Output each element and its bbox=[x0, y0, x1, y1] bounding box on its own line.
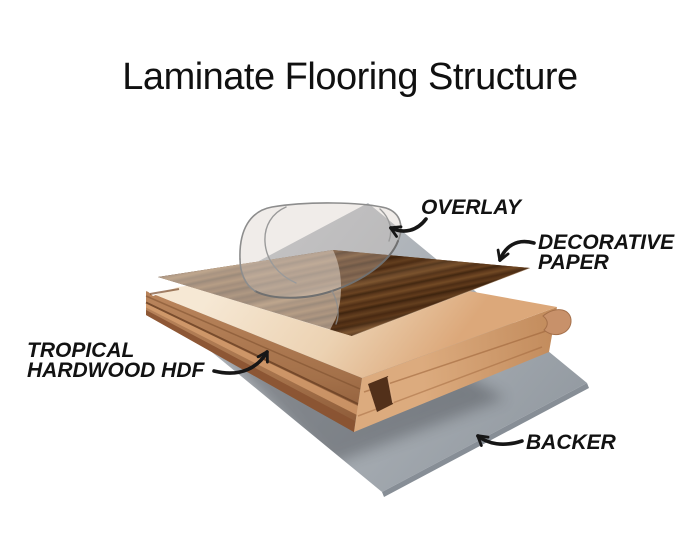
backer-label: BACKER bbox=[526, 431, 616, 454]
tropical-hardwood-hdf-label: TROPICAL HARDWOOD HDF bbox=[27, 339, 205, 382]
hdf-lip-shade bbox=[146, 310, 355, 432]
overlay-curl-outline bbox=[239, 202, 402, 260]
decorative-paper-label: DECORATIVE PAPER bbox=[538, 231, 675, 274]
hdf-groove-line bbox=[145, 301, 359, 405]
wood-uncovered-shade bbox=[330, 250, 530, 336]
backer-arrow bbox=[476, 434, 524, 447]
hdf-lip-highlight bbox=[146, 303, 358, 415]
overlay-flat-haze bbox=[158, 250, 342, 330]
hdf-tip-notch bbox=[145, 281, 178, 296]
overlay-inner-curl bbox=[264, 206, 297, 284]
hdf-groove-notch bbox=[368, 376, 393, 412]
hdf-tongue bbox=[542, 309, 572, 336]
hdf-end-face bbox=[354, 307, 557, 432]
page-title: Laminate Flooring Structure bbox=[122, 56, 578, 98]
overlay-curl-fill bbox=[239, 202, 401, 298]
overlay-label: OVERLAY bbox=[421, 196, 521, 219]
decorative-paper-arrow bbox=[496, 239, 536, 262]
overlay-layer bbox=[158, 202, 402, 330]
callout-arrows bbox=[212, 217, 536, 447]
hdf-arrow bbox=[212, 350, 269, 375]
overlay-arrow bbox=[389, 217, 428, 238]
